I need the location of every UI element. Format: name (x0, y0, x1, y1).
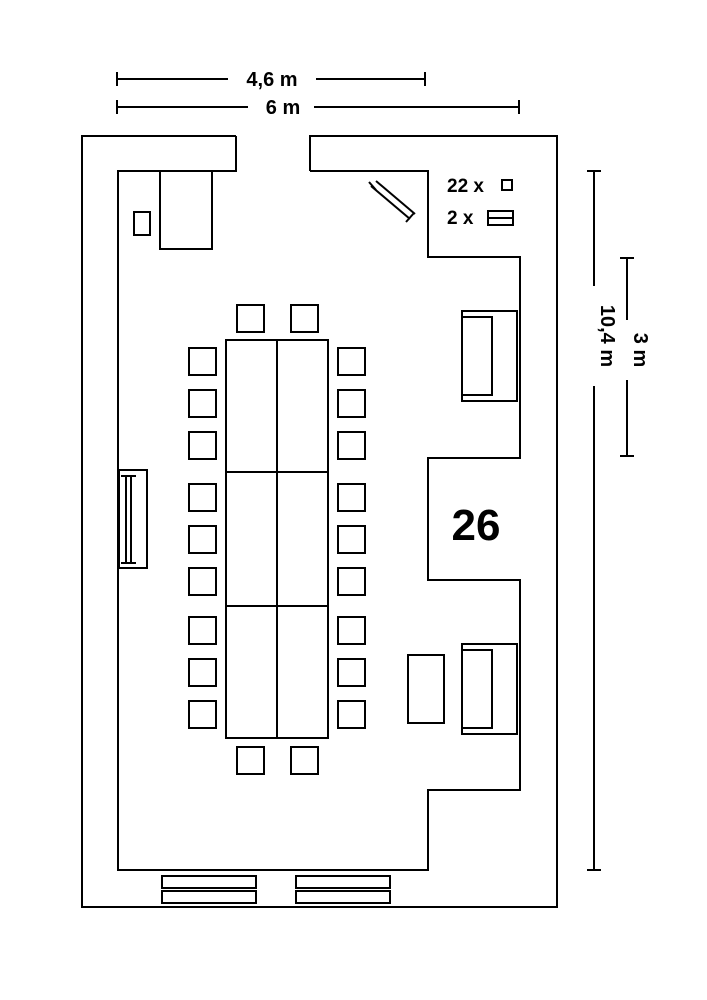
legend-chair-icon (501, 179, 513, 191)
dimension-width-outer (116, 100, 520, 114)
chair (337, 389, 366, 418)
table-segment (276, 339, 329, 473)
sofa-upper (461, 310, 518, 402)
length-label: 10,4 m (596, 305, 618, 367)
chair (337, 525, 366, 554)
table-segment (225, 339, 278, 473)
legend-chairs-label: 22 x (447, 176, 484, 197)
sofa-lower (461, 643, 518, 735)
chair (236, 304, 265, 333)
chair (188, 431, 217, 460)
width-outer-label: 6 m (266, 97, 300, 119)
window-right (295, 875, 391, 904)
width-inner-label: 4,6 m (246, 69, 297, 91)
table-segment (225, 471, 278, 607)
chair (188, 616, 217, 645)
table-segment (276, 605, 329, 739)
side-section-label: 3 m (629, 333, 651, 367)
chair (236, 746, 265, 775)
walls (81, 135, 558, 908)
chair (337, 700, 366, 729)
room-number: 26 (452, 501, 501, 550)
small-outlet (133, 211, 151, 236)
chair (188, 700, 217, 729)
chair (188, 483, 217, 512)
chairs (188, 304, 366, 775)
cabinet (159, 170, 213, 250)
table-segment (276, 471, 329, 607)
chair (188, 389, 217, 418)
wall-screen (118, 469, 148, 569)
chair (337, 616, 366, 645)
dimension-length (587, 170, 601, 871)
projector-screen (368, 180, 416, 223)
chair (337, 431, 366, 460)
legend-sofa-icon (487, 210, 514, 226)
table-segment (225, 605, 278, 739)
chair (188, 347, 217, 376)
chair (188, 567, 217, 596)
chair (337, 483, 366, 512)
side-table (407, 654, 445, 724)
chair (337, 658, 366, 687)
chair (188, 658, 217, 687)
window-left (161, 875, 257, 904)
dimension-side-section (620, 257, 634, 457)
outer-wall (81, 135, 558, 908)
chair (188, 525, 217, 554)
chair (290, 746, 319, 775)
dimension-width-inner (116, 72, 426, 86)
chair (337, 567, 366, 596)
legend-sofas-label: 2 x (447, 208, 474, 229)
conference-table (225, 339, 329, 739)
chair (290, 304, 319, 333)
chair (337, 347, 366, 376)
